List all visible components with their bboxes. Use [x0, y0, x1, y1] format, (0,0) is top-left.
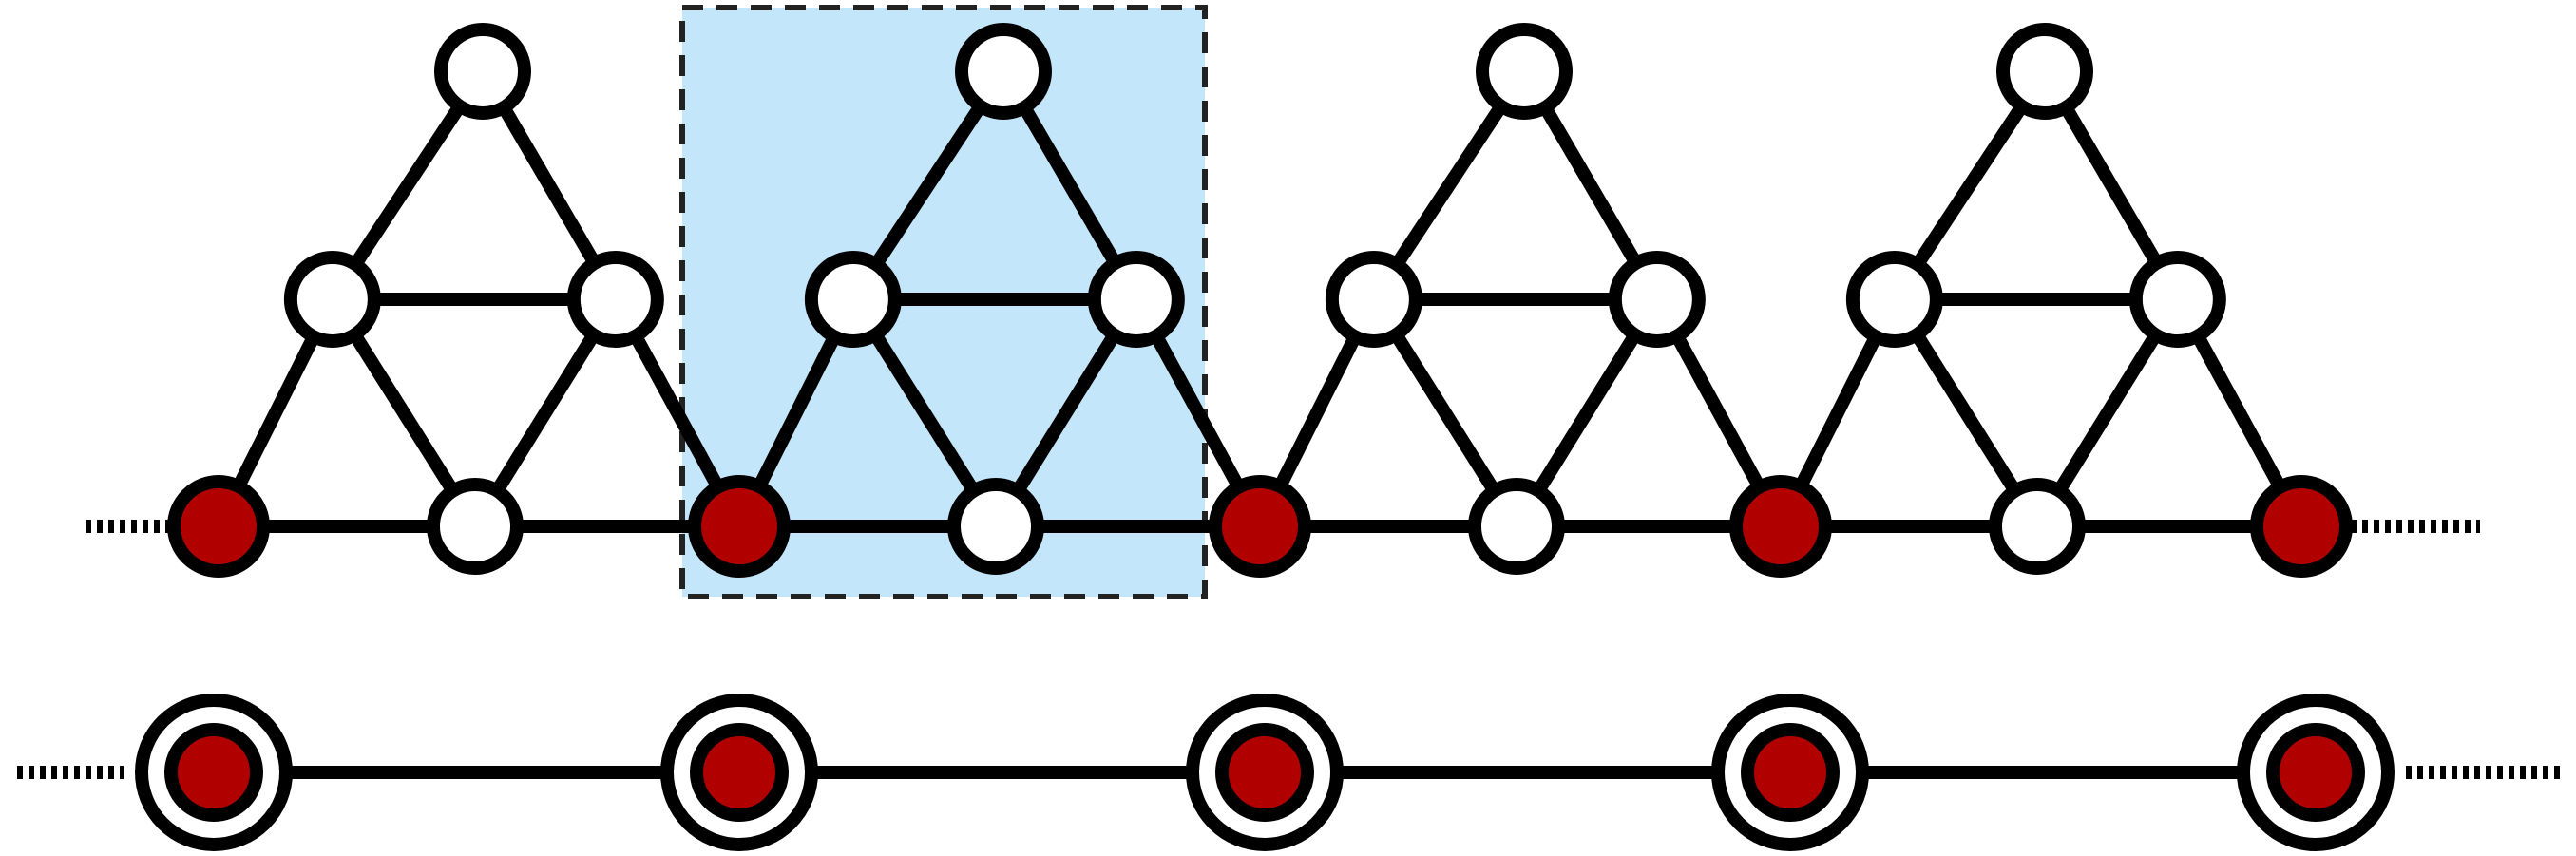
open-site-node [434, 23, 531, 120]
filled-site-node [167, 475, 270, 578]
open-site-node [1845, 251, 1943, 348]
bottom-chain-nodes [135, 694, 2395, 851]
open-site-node [1325, 251, 1422, 348]
open-site-node [1608, 251, 1706, 348]
open-site-node [1989, 478, 2086, 575]
open-site-node [955, 23, 1052, 120]
filled-site-node [1729, 475, 1832, 578]
open-site-node [1996, 23, 2093, 120]
renormalized-site-node [1741, 723, 1840, 822]
open-site-node [1468, 478, 1565, 575]
top-chain-nodes [167, 23, 2353, 578]
open-site-node [1087, 251, 1185, 348]
filled-site-node [688, 475, 791, 578]
open-site-node [283, 251, 381, 348]
open-site-node [804, 251, 902, 348]
filled-site-node [2250, 475, 2353, 578]
top-chain-edges [86, 65, 2480, 533]
renormalized-site-node [164, 723, 263, 822]
open-site-node [1476, 23, 1573, 120]
filled-site-node [1209, 475, 1311, 578]
renormalized-site-node [2266, 723, 2365, 822]
renormalized-site-node [1215, 723, 1314, 822]
open-site-node [427, 478, 524, 575]
renormalized-site-node [690, 723, 789, 822]
open-site-node [566, 251, 664, 348]
open-site-node [2128, 251, 2226, 348]
open-site-node [947, 478, 1044, 575]
